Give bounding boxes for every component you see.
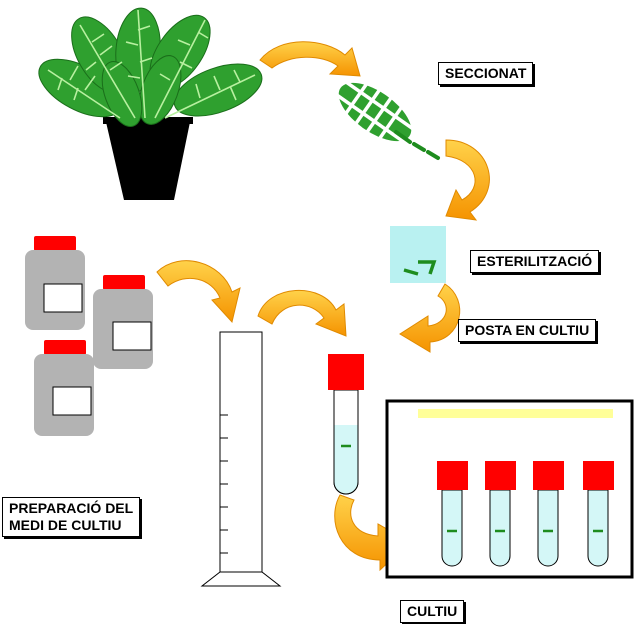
sterilization-beaker-icon bbox=[390, 226, 446, 283]
media-jar-icon bbox=[34, 340, 94, 436]
label-esterilitzacio: ESTERILITZACIÓ bbox=[470, 250, 600, 273]
media-jar-icon bbox=[25, 236, 85, 330]
arrow-jars-to-cylinder bbox=[156, 260, 241, 324]
chamber-test-tube-icon bbox=[437, 461, 468, 567]
chamber-test-tube-icon bbox=[533, 461, 564, 567]
arrow-section-to-sterilization bbox=[445, 139, 490, 221]
label-posta-en-cultiu: POSTA EN CULTIU bbox=[458, 319, 597, 342]
test-tube-icon bbox=[328, 354, 364, 495]
label-preparacio-medi: PREPARACIÓ DEL MEDI DE CULTIU bbox=[2, 497, 141, 537]
sectioned-leaf-icon bbox=[332, 78, 440, 160]
arrow-cylinder-to-tube bbox=[257, 289, 347, 337]
graduated-cylinder-icon bbox=[200, 331, 282, 587]
potted-plant-icon bbox=[38, 7, 263, 200]
chamber-test-tube-icon bbox=[583, 461, 614, 567]
arrow-plant-to-section bbox=[259, 41, 361, 77]
chamber-test-tube-icon bbox=[485, 461, 516, 567]
label-seccionat: SECCIONAT bbox=[438, 62, 534, 85]
arrow-sterilization-to-culture bbox=[399, 283, 461, 353]
label-cultiu: CULTIU bbox=[400, 600, 465, 623]
media-jar-icon bbox=[93, 275, 153, 369]
